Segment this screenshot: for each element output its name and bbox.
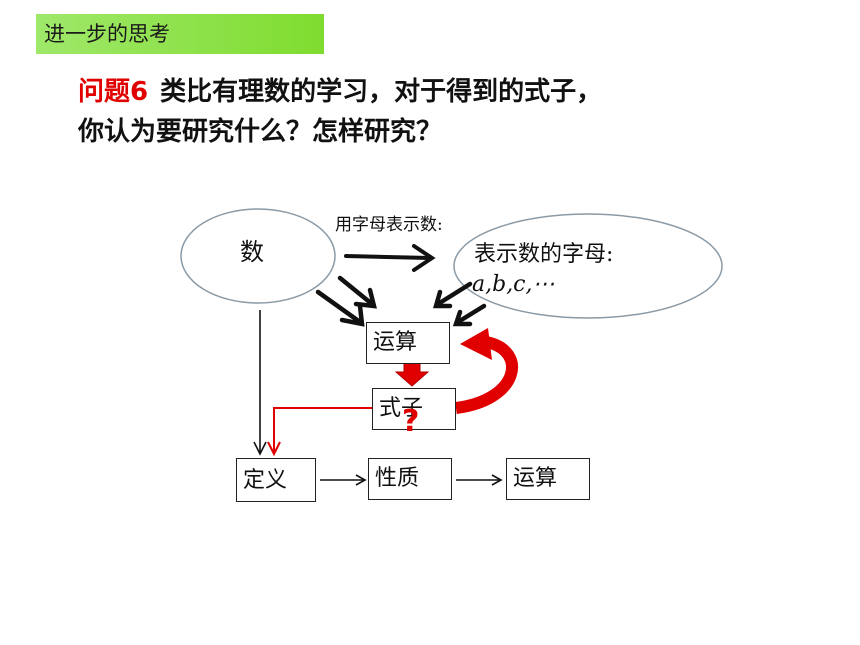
operation-to-expression-arrow <box>394 361 430 387</box>
letters-ellipse <box>453 213 723 319</box>
definition-box: 定义 <box>236 458 316 502</box>
operation-box: 运算 <box>366 322 450 364</box>
letters-to-operation-arrows <box>433 281 487 327</box>
numbers-to-letters-arrow <box>344 244 436 272</box>
numbers-ellipse <box>180 208 336 304</box>
expression-to-operation-loop-arrow <box>455 328 518 414</box>
letters-label: 表示数的字母: <box>474 242 614 267</box>
question-number: 问题6 <box>78 77 149 107</box>
letters-examples: a,b,c,⋯ <box>472 272 555 297</box>
numbers-to-operation-arrows <box>315 275 377 327</box>
property-to-operation-arrow <box>456 474 503 486</box>
operation-box-2: 运算 <box>506 458 590 500</box>
expression-box: 式子 <box>372 388 456 430</box>
expression-to-definition-arrow <box>267 407 372 457</box>
section-tag: 进一步的思考 <box>36 14 324 54</box>
numbers-label: 数 <box>240 238 264 266</box>
definition-to-property-arrow <box>320 474 367 486</box>
property-box: 性质 <box>368 458 452 500</box>
question-line-2: 你认为要研究什么？怎样研究？ <box>78 117 443 147</box>
letters-arrow-label: 用字母表示数: <box>335 215 443 235</box>
numbers-to-definition-arrow <box>253 310 267 456</box>
question-mark: ? <box>402 404 420 439</box>
